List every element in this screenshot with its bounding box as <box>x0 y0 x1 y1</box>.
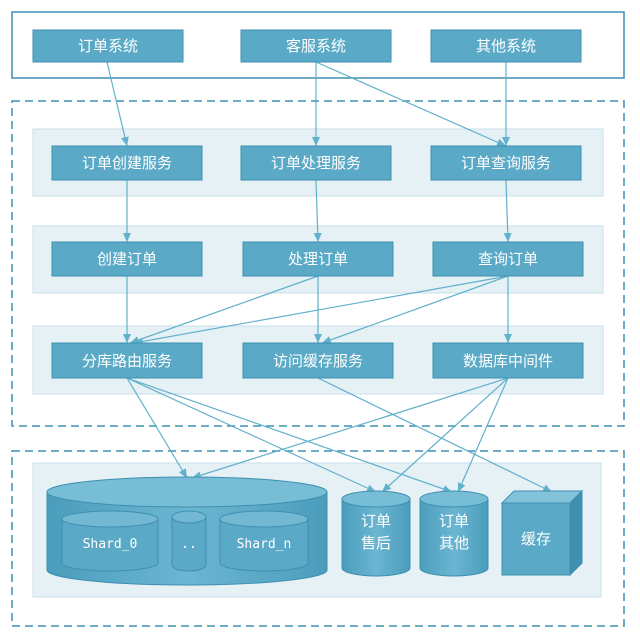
order-other-label-line2: 其他 <box>439 534 469 552</box>
arrow-query-to-cache-access <box>321 275 509 344</box>
arrow-router-to-shards <box>126 377 188 479</box>
create-order-label: 创建订单 <box>97 250 157 268</box>
other-system-label: 其他系统 <box>476 37 536 55</box>
order-aftersale-label-line2: 售后 <box>361 534 391 552</box>
arrow-cache-access-to-cache <box>317 377 553 493</box>
sharded-database-cylinder[interactable]: Shard_0 .. Shard_n <box>46 476 328 586</box>
cache-access-box[interactable]: 访问缓存服务 <box>242 342 394 379</box>
db-middleware-box[interactable]: 数据库中间件 <box>432 342 584 379</box>
shard-n-label: Shard_n <box>237 537 292 552</box>
arrow-order-system-to-create-service <box>106 61 129 147</box>
order-other-label-line1: 订单 <box>439 512 469 530</box>
create-order-service-box[interactable]: 订单创建服务 <box>51 145 203 181</box>
process-order-service-box[interactable]: 订单处理服务 <box>240 145 392 181</box>
customer-service-system-box[interactable]: 客服系统 <box>240 29 392 63</box>
arrow-query-to-router <box>133 275 509 346</box>
query-order-label: 查询订单 <box>478 250 538 268</box>
order-system-box[interactable]: 订单系统 <box>32 29 184 63</box>
shard-n-cylinder[interactable]: Shard_n <box>219 510 309 572</box>
order-aftersale-label-line1: 订单 <box>361 512 391 530</box>
create-order-box[interactable]: 创建订单 <box>51 241 203 277</box>
arrow-process-to-router <box>129 275 319 344</box>
cache-cube[interactable]: 缓存 <box>500 489 584 577</box>
arrow-router-to-other <box>126 377 453 493</box>
process-order-service-label: 订单处理服务 <box>271 154 361 172</box>
shard-ellipsis-label: .. <box>181 537 197 552</box>
arrow-middleware-to-shards <box>191 377 509 480</box>
shard-ellipsis-cylinder: .. <box>171 510 207 572</box>
service-layer-frame <box>11 100 625 427</box>
process-order-box[interactable]: 处理订单 <box>242 241 394 277</box>
shard-0-cylinder[interactable]: Shard_0 <box>61 510 159 572</box>
arrow-cs-system-to-query-service <box>315 61 507 147</box>
query-order-service-box[interactable]: 订单查询服务 <box>430 145 582 181</box>
order-aftersale-db-cylinder[interactable]: 订单 售后 <box>341 490 411 577</box>
arrow-query-service-to-query <box>503 179 512 243</box>
create-order-service-label: 订单创建服务 <box>82 154 172 172</box>
arrow-middleware-to-aftersale <box>381 377 509 493</box>
shard-0-label: Shard_0 <box>83 537 138 552</box>
arrow-process-service-to-process <box>313 179 322 243</box>
arrow-router-to-aftersale <box>126 377 377 493</box>
sharding-router-box[interactable]: 分库路由服务 <box>51 342 203 379</box>
sharding-router-label: 分库路由服务 <box>82 352 172 370</box>
db-middleware-label: 数据库中间件 <box>463 352 553 370</box>
arrow-middleware-to-other <box>457 377 509 493</box>
order-other-db-cylinder[interactable]: 订单 其他 <box>419 490 489 577</box>
query-order-box[interactable]: 查询订单 <box>432 241 584 277</box>
customer-service-system-label: 客服系统 <box>286 37 346 55</box>
cache-access-label: 访问缓存服务 <box>273 352 363 370</box>
order-system-label: 订单系统 <box>78 37 138 55</box>
process-order-label: 处理订单 <box>288 250 348 268</box>
other-system-box[interactable]: 其他系统 <box>430 29 582 63</box>
query-order-service-label: 订单查询服务 <box>461 154 551 172</box>
cache-label: 缓存 <box>521 530 551 548</box>
connectors <box>106 61 553 493</box>
storage-layer-frame <box>11 450 625 627</box>
